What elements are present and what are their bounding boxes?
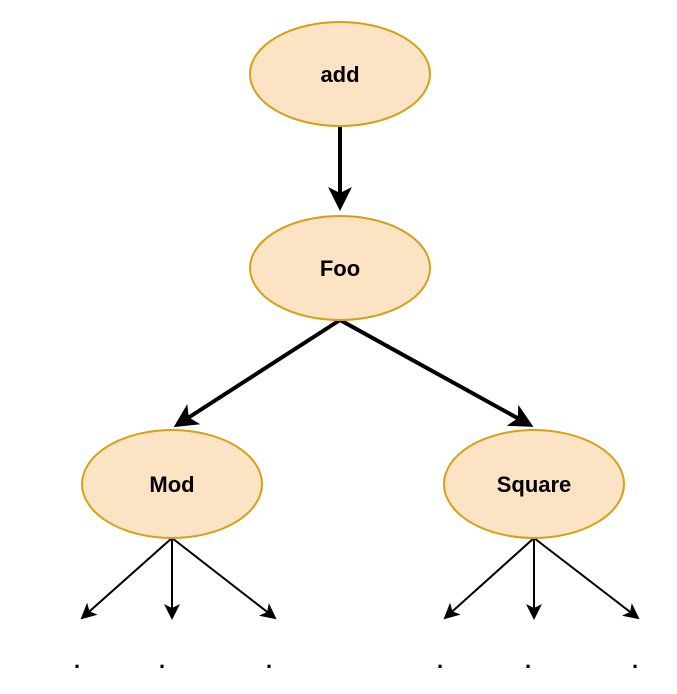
ellipsis-dot: . [266, 648, 272, 673]
node-square: Square [443, 429, 625, 539]
edge-square-child-right [533, 537, 640, 620]
node-foo: Foo [249, 215, 431, 321]
node-mod-label: Mod [149, 472, 194, 497]
node-mod: Mod [81, 429, 263, 539]
ellipsis-dot: . [525, 648, 531, 673]
node-foo-label: Foo [320, 256, 360, 281]
edge-foo-to-square [339, 318, 534, 427]
ellipsis-dot: . [74, 648, 80, 673]
ellipsis-dot: . [159, 648, 165, 673]
edge-mod-child-left [80, 537, 173, 620]
ellipsis-dot: . [437, 648, 443, 673]
edge-square-child-left [443, 537, 535, 620]
ellipsis-dot: . [632, 648, 638, 673]
edge-mod-child-right [171, 537, 277, 620]
node-square-label: Square [497, 472, 572, 497]
edge-foo-to-mod [173, 318, 342, 428]
node-add-label: add [320, 62, 359, 87]
node-add: add [249, 21, 431, 127]
